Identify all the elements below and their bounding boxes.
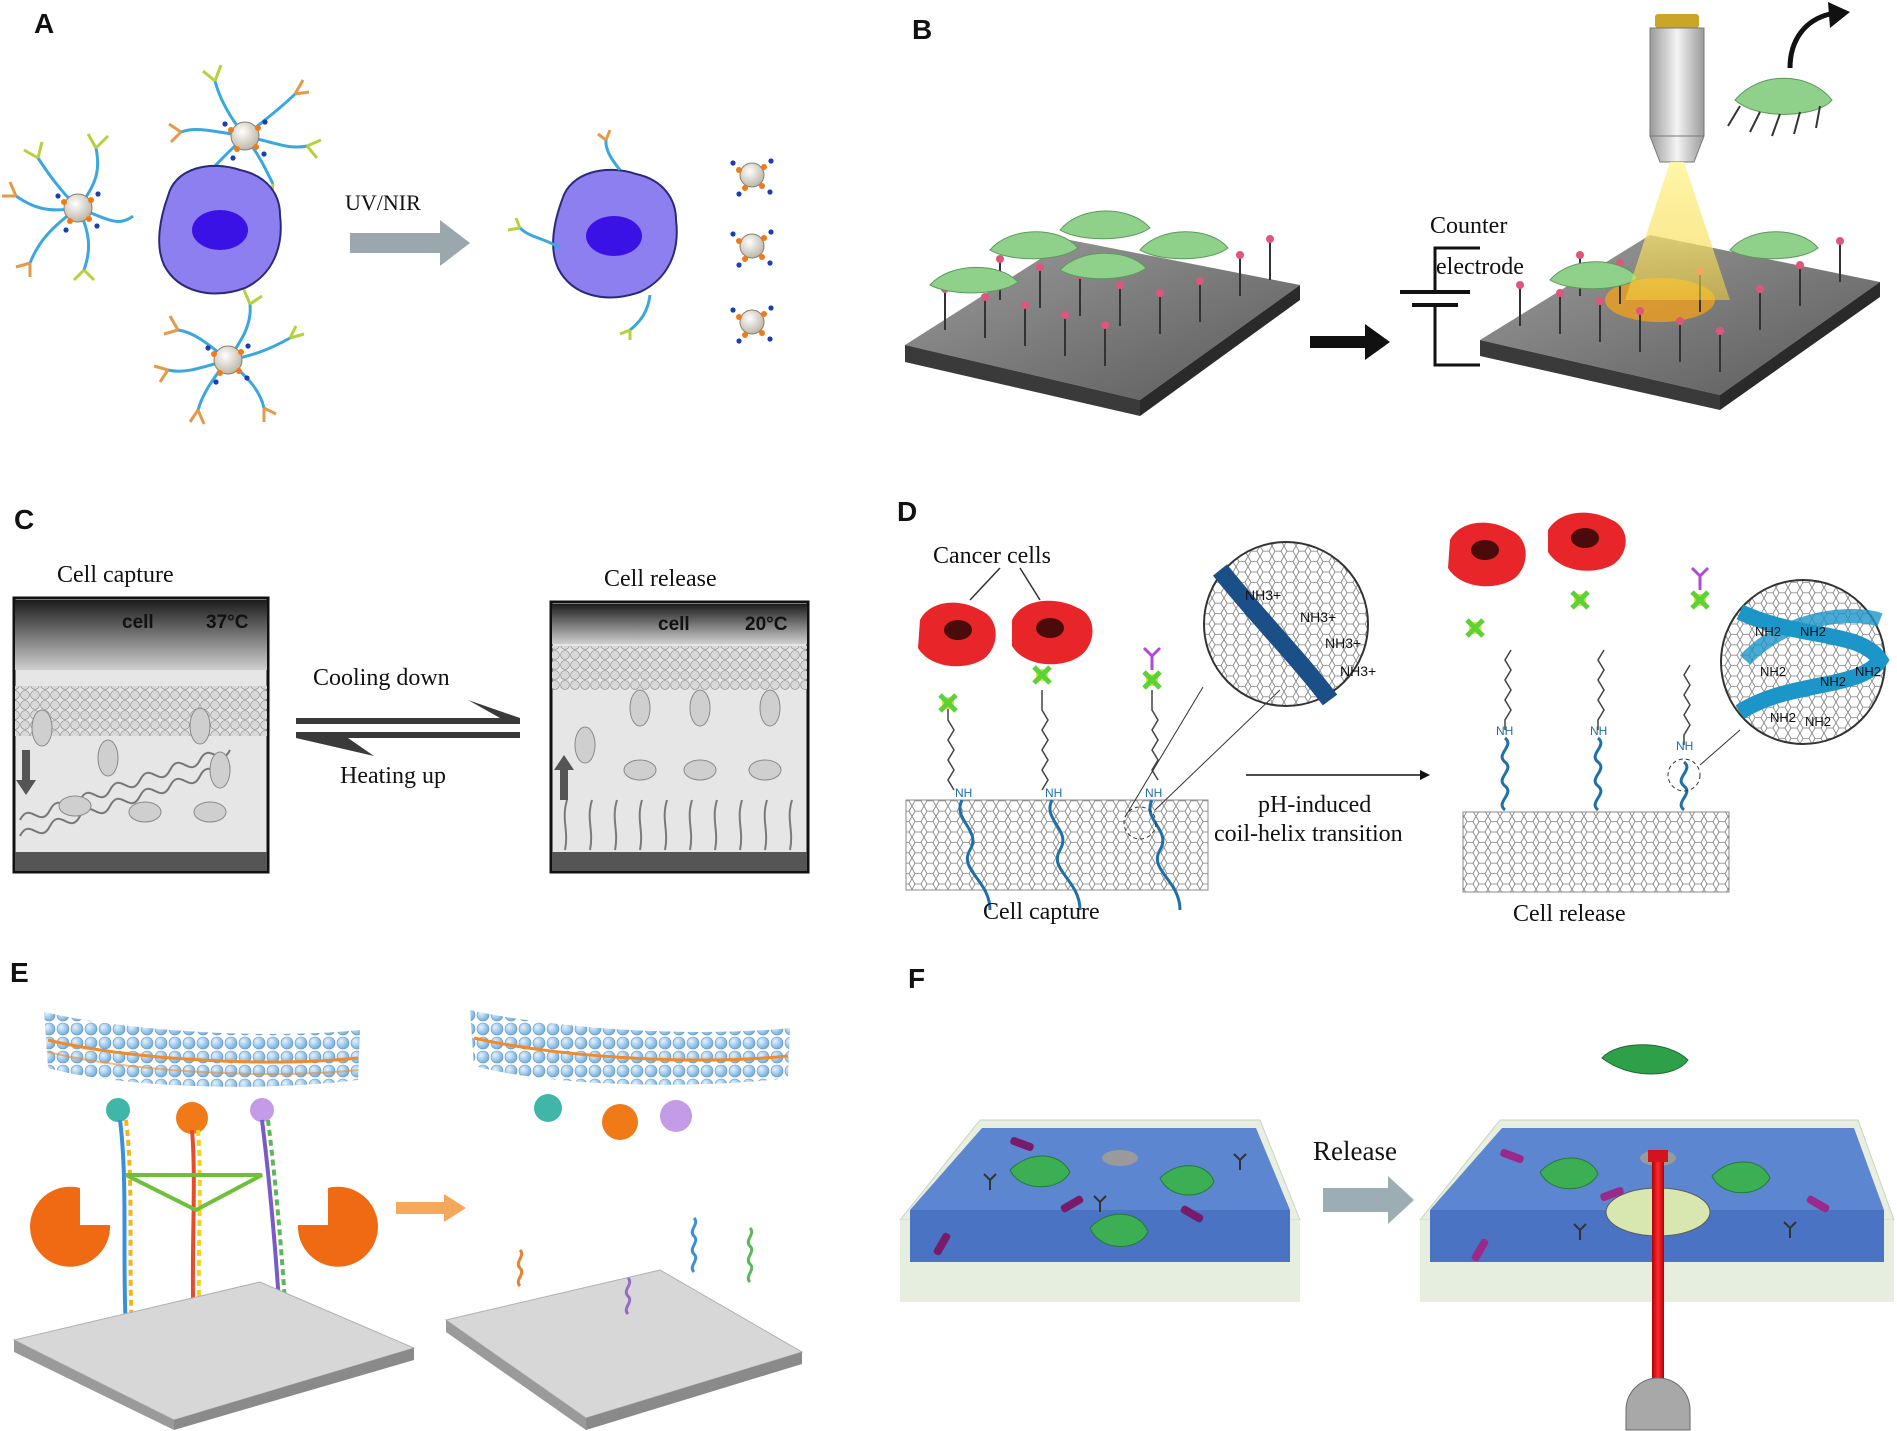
nanoparticle-conjugate bbox=[153, 289, 305, 425]
released-cell bbox=[507, 129, 678, 340]
substrate-e-right bbox=[444, 1269, 804, 1419]
nh3-label: NH3+ bbox=[1325, 635, 1361, 651]
electrode-label: electrode bbox=[1436, 254, 1524, 280]
nanoparticle-conjugate bbox=[2, 133, 134, 282]
nh2-label: NH2 bbox=[1820, 674, 1846, 689]
cell-label-left: cell bbox=[122, 612, 154, 633]
capture-box: cell 37°C bbox=[12, 596, 270, 874]
linker-markers bbox=[1465, 566, 1710, 638]
heating-up-label: Heating up bbox=[340, 763, 446, 789]
nh2-label: NH2 bbox=[1755, 624, 1781, 639]
release-arrow: Release bbox=[1313, 1136, 1414, 1224]
nh-label: NH bbox=[1145, 786, 1162, 800]
temp-20-label: 20°C bbox=[745, 614, 788, 635]
free-nanoparticle bbox=[730, 158, 774, 197]
released-green-cell bbox=[1601, 1044, 1689, 1075]
substrate-left bbox=[905, 210, 1300, 416]
panel-d: D Cancer cells NH NH NH bbox=[897, 496, 1890, 927]
free-nanoparticle bbox=[730, 229, 774, 268]
zoom-helix: NH2 NH2 NH2 NH2 NH2 NH2 NH2 bbox=[1667, 579, 1890, 792]
graphene-substrate-right bbox=[1462, 811, 1730, 893]
nh2-label: NH2 bbox=[1760, 664, 1786, 679]
cancer-cells-label: Cancer cells bbox=[933, 543, 1051, 569]
nh-label: NH bbox=[1676, 739, 1693, 753]
nh3-label: NH3+ bbox=[1340, 663, 1376, 679]
nh3-label: NH3+ bbox=[1300, 609, 1336, 625]
detached-cell bbox=[1727, 2, 1850, 137]
release-arrow-orange bbox=[396, 1194, 466, 1222]
cell-membrane-right bbox=[470, 1010, 790, 1140]
target-cell bbox=[158, 164, 282, 295]
cell-release-title: Cell release bbox=[604, 566, 717, 592]
counter-label: Counter bbox=[1430, 213, 1507, 239]
linker-markers bbox=[938, 646, 1162, 713]
panel-a-label: A bbox=[34, 8, 54, 39]
zoom-coil: NH3+ NH3+ NH3+ NH3+ bbox=[1123, 541, 1376, 840]
nh2-label: NH2 bbox=[1770, 710, 1796, 725]
panel-a: A bbox=[2, 8, 774, 425]
helix-polymer bbox=[1500, 736, 1689, 812]
nh2-label: NH2 bbox=[1855, 664, 1881, 679]
cancer-cell bbox=[1548, 512, 1626, 571]
nh2-label: NH2 bbox=[1805, 714, 1831, 729]
nh-label: NH bbox=[1045, 786, 1062, 800]
process-arrow bbox=[1310, 324, 1390, 360]
equilibrium-arrows: Cooling down Heating up bbox=[296, 665, 520, 789]
uv-nir-label: UV/NIR bbox=[345, 190, 421, 215]
cell-membrane-left bbox=[44, 1012, 360, 1134]
nh3-label: NH3+ bbox=[1245, 587, 1281, 603]
coil-helix-label: coil-helix transition bbox=[1214, 821, 1403, 847]
laser-beam bbox=[1625, 1150, 1691, 1431]
panel-b: B bbox=[905, 2, 1880, 416]
panel-f: F bbox=[898, 963, 1895, 1431]
cancer-cell bbox=[918, 602, 996, 667]
nh-label: NH bbox=[1496, 724, 1513, 738]
cancer-cell bbox=[1448, 522, 1526, 587]
release-box: cell 20°C bbox=[549, 600, 810, 874]
counter-electrode: Counter electrode bbox=[1400, 213, 1524, 367]
nuclease-left bbox=[30, 1186, 111, 1267]
substrate-e-left bbox=[12, 1281, 416, 1421]
panel-b-label: B bbox=[912, 14, 932, 45]
nuclease-right bbox=[297, 1186, 378, 1267]
panel-d-label: D bbox=[897, 496, 917, 527]
d-cell-capture-caption: Cell capture bbox=[983, 899, 1100, 925]
uv-nir-arrow: UV/NIR bbox=[345, 190, 470, 266]
release-label: Release bbox=[1313, 1136, 1397, 1166]
d-cell-release-caption: Cell release bbox=[1513, 901, 1626, 927]
free-nanoparticle bbox=[730, 305, 774, 344]
panel-e: E bbox=[10, 957, 804, 1430]
panel-c-label: C bbox=[14, 504, 34, 535]
cell-capture-title: Cell capture bbox=[57, 562, 174, 588]
ph-induced-label: pH-induced bbox=[1258, 792, 1371, 818]
nh2-label: NH2 bbox=[1800, 624, 1826, 639]
graphene-substrate-left bbox=[905, 799, 1209, 891]
nh-label: NH bbox=[955, 786, 972, 800]
nh-label: NH bbox=[1590, 724, 1607, 738]
chip-left bbox=[898, 1119, 1301, 1302]
dna-fragments bbox=[516, 1216, 754, 1316]
objective-lens bbox=[1625, 14, 1730, 300]
cell-label-right: cell bbox=[658, 614, 690, 635]
cancer-cell bbox=[1012, 600, 1093, 665]
cooling-down-label: Cooling down bbox=[313, 665, 450, 691]
coil-polymer bbox=[958, 799, 1182, 911]
panel-e-label: E bbox=[10, 957, 29, 988]
panel-f-label: F bbox=[908, 963, 925, 994]
panel-c: C Cell capture Cell release cell 37°C Co… bbox=[12, 504, 810, 874]
temp-37-label: 37°C bbox=[206, 612, 249, 633]
capture-linkers bbox=[947, 690, 1159, 791]
